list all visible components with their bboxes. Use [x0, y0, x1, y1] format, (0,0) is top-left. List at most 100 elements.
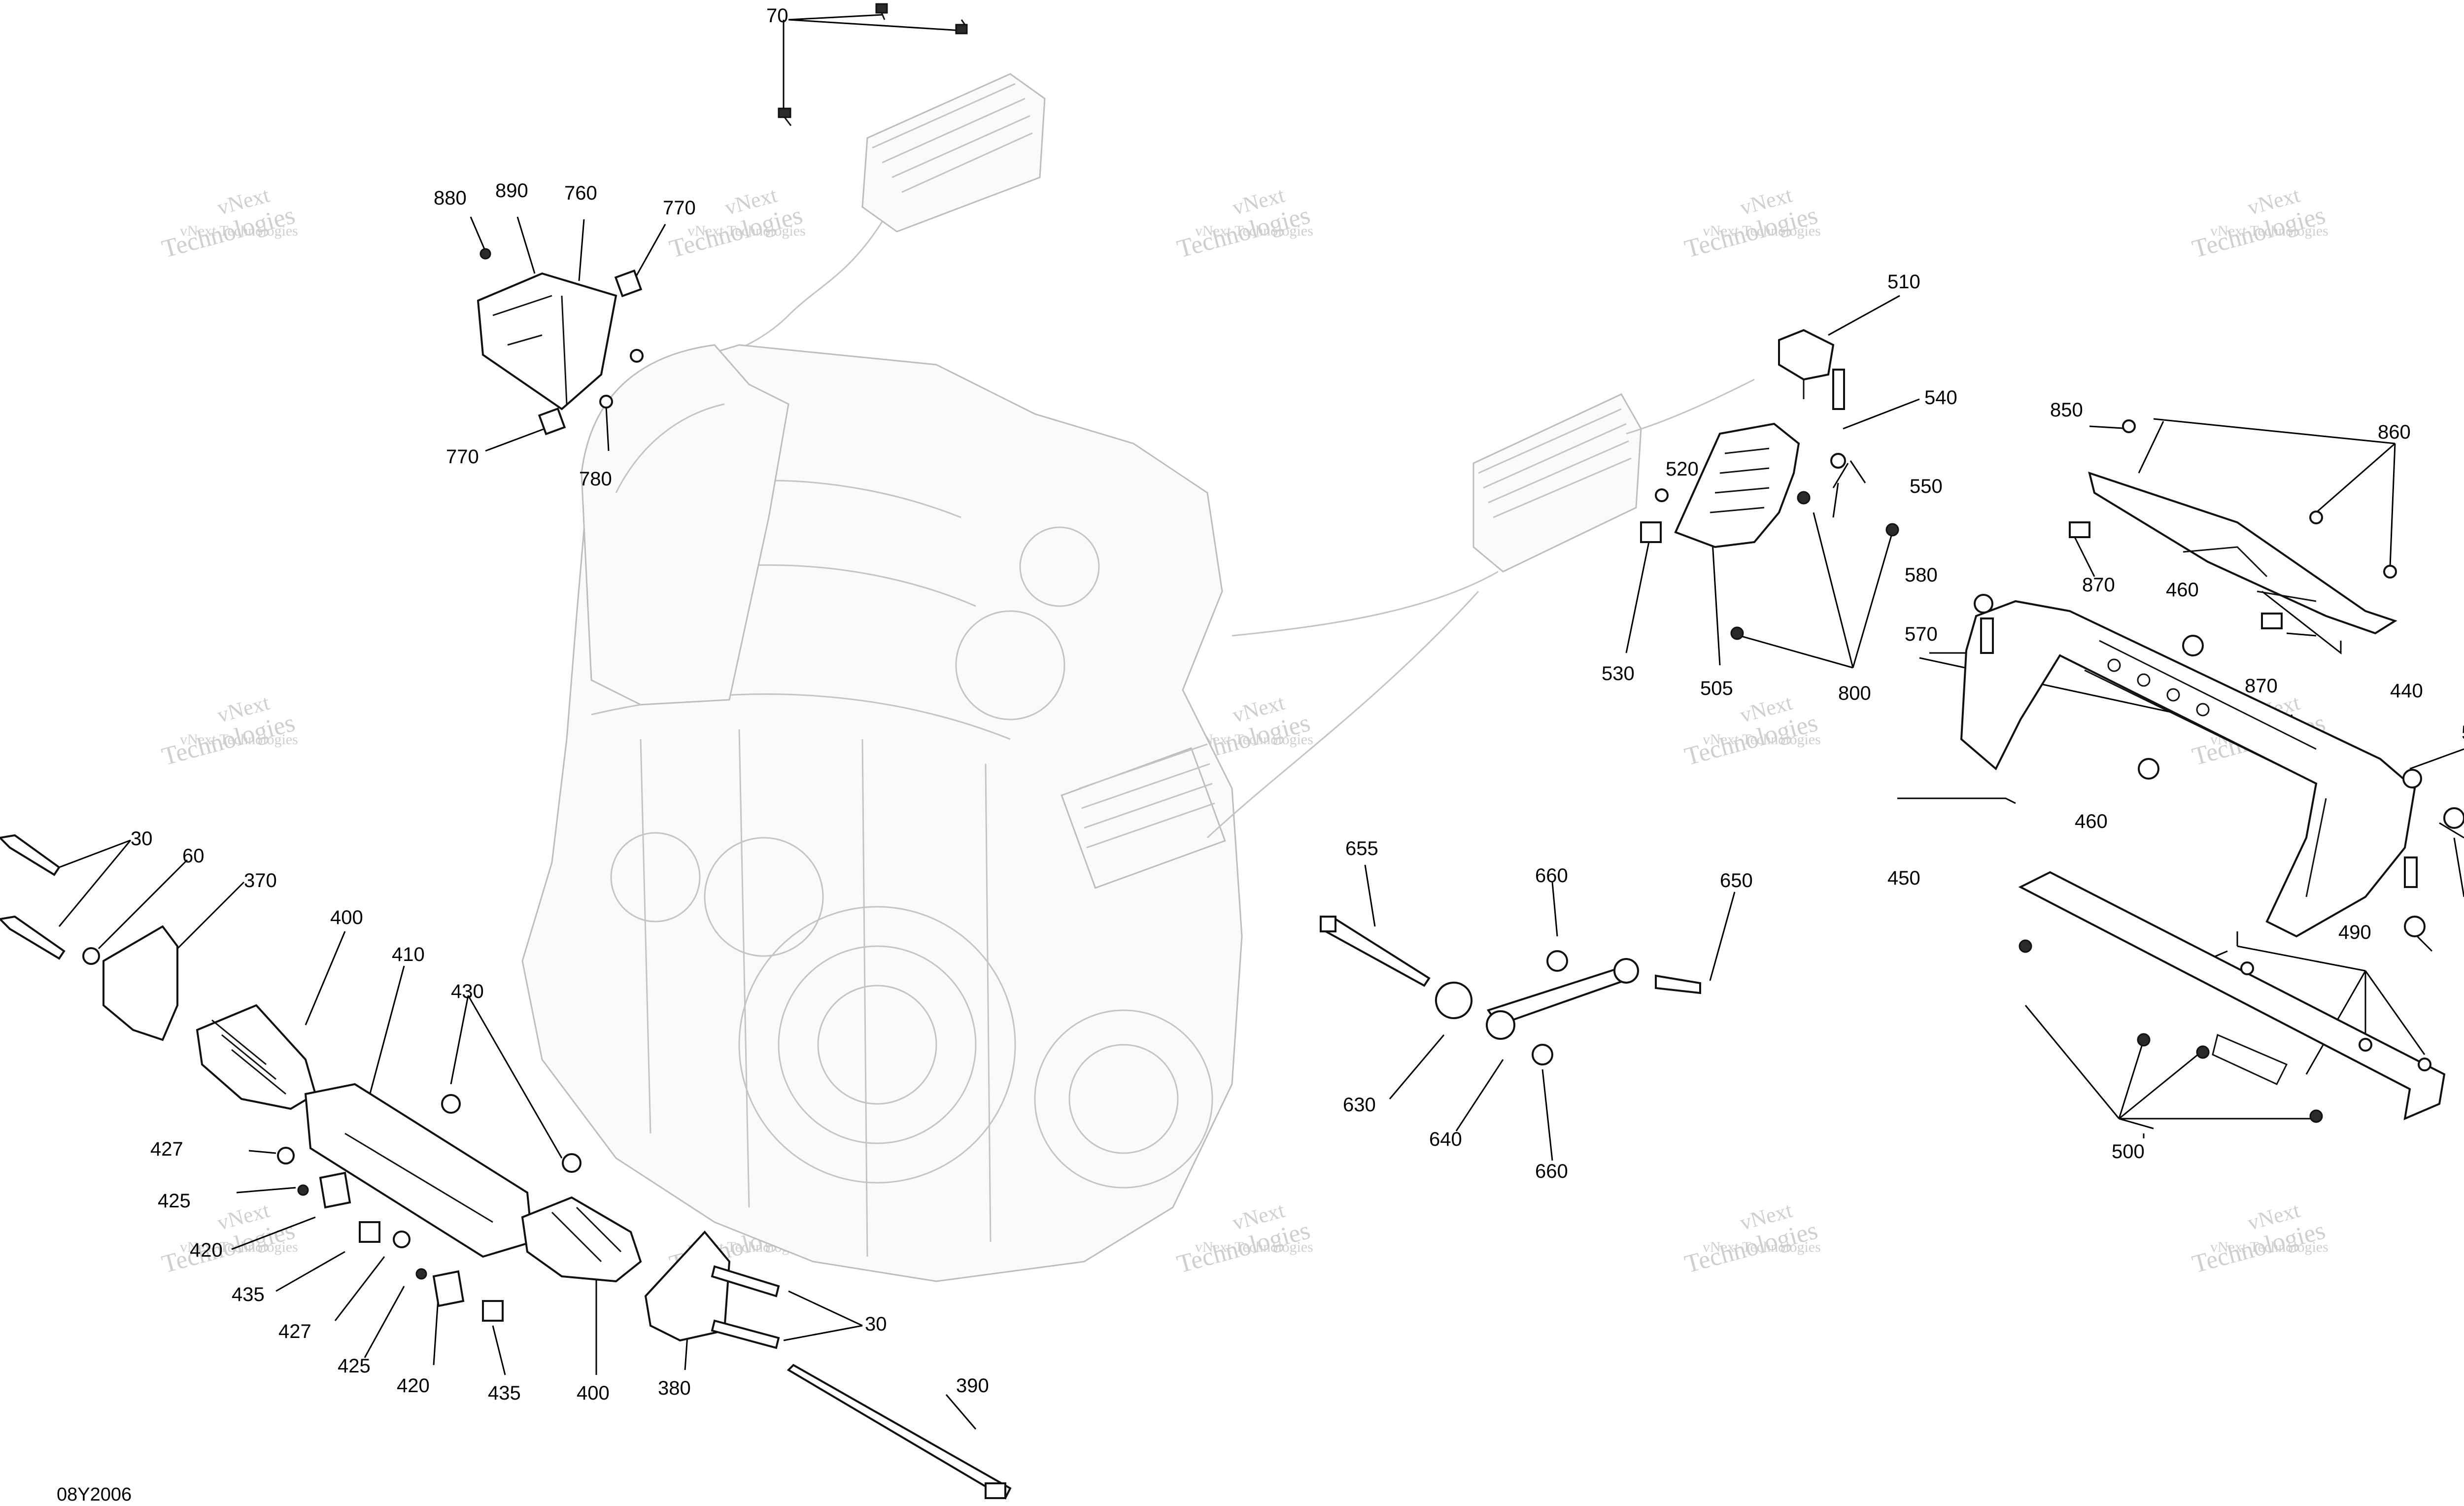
screw-icon [630, 349, 644, 363]
watermark-small: vNext Technologies [1195, 731, 1313, 748]
screw-460 [2138, 758, 2159, 780]
screw-860 [2383, 565, 2397, 579]
watermark: vNext Technologies [1682, 1198, 1821, 1279]
callout-580-right: 580 [2462, 722, 2464, 744]
screw-800 [1885, 523, 1899, 537]
callout-890: 890 [495, 180, 528, 202]
callout-780: 780 [579, 468, 612, 490]
screw-icon [875, 3, 888, 20]
screw-490 [2240, 961, 2254, 975]
watermark: vNext Technologies [2190, 183, 2328, 264]
callout-30-bottom: 30 [865, 1313, 887, 1335]
bracket-760 [477, 272, 617, 411]
callout-510: 510 [1887, 271, 1920, 293]
callout-435-top: 435 [232, 1284, 265, 1305]
washer-60 [82, 947, 100, 965]
screw-460 [2182, 635, 2204, 656]
callout-540: 540 [1924, 387, 1957, 409]
callout-770-bottom: 770 [446, 446, 479, 468]
callout-400-bottom: 400 [577, 1382, 610, 1404]
callout-630: 630 [1343, 1094, 1376, 1116]
callout-650: 650 [1720, 870, 1753, 891]
clip-420 [432, 1270, 465, 1307]
parts [0, 3, 2464, 1500]
plate-850 [2088, 471, 2397, 635]
screw-430 [441, 1094, 461, 1114]
mount-400 [521, 1196, 642, 1283]
nut-580 [1974, 594, 1993, 614]
bracket-505 [1674, 422, 1800, 548]
watermark: vNext Technologies [1174, 1198, 1313, 1279]
screw-570 [2404, 856, 2418, 888]
callout-425-bottom: 425 [338, 1355, 371, 1377]
watermark-small: vNext Technologies [180, 731, 298, 748]
frame-440 [1960, 600, 2416, 938]
callout-380: 380 [658, 1377, 691, 1399]
washer-550 [1830, 453, 1846, 469]
bolt-30 [711, 1265, 780, 1298]
nut-660 [1532, 1044, 1553, 1065]
screw-860 [2122, 419, 2136, 433]
callout-660-top: 660 [1535, 865, 1568, 887]
screw-540 [1832, 369, 1845, 410]
watermark-small: vNext Technologies [180, 223, 298, 239]
watermark: vNext Technologies [159, 183, 298, 264]
nut-500 [2019, 939, 2032, 953]
bushing-435 [359, 1221, 380, 1243]
callout-530: 530 [1602, 663, 1635, 685]
callout-570-left: 570 [1905, 623, 1938, 645]
callout-860: 860 [2378, 421, 2411, 443]
clip-870 [2261, 613, 2283, 629]
clip-770 [614, 269, 643, 298]
screw-800 [1730, 626, 1744, 640]
callout-550: 550 [1910, 476, 1943, 497]
callout-370: 370 [244, 870, 277, 891]
callout-850: 850 [2050, 399, 2083, 421]
watermark-small: vNext Technologies [1703, 731, 1821, 748]
callout-870-left: 870 [2082, 574, 2115, 596]
nut-500 [2137, 1033, 2151, 1047]
callout-450: 450 [1887, 867, 1920, 889]
callout-427-bottom: 427 [278, 1321, 311, 1342]
clip-770 [538, 407, 566, 436]
screw-490 [2418, 1058, 2431, 1071]
callout-870-right: 870 [2245, 675, 2278, 697]
callout-420-bottom: 420 [397, 1375, 430, 1397]
nut-icon [479, 248, 491, 260]
watermark-small: vNext Technologies [1195, 1239, 1313, 1255]
callout-440: 440 [2390, 680, 2423, 702]
callout-420-top: 420 [190, 1239, 223, 1261]
clip-870 [2069, 521, 2090, 538]
watermark-small: vNext Technologies [687, 223, 806, 239]
callout-500: 500 [2112, 1141, 2145, 1163]
washer-425 [297, 1184, 309, 1196]
callout-770-top: 770 [663, 197, 696, 219]
watermark-small: vNext Technologies [2210, 223, 2328, 239]
bolt-30 [711, 1319, 780, 1349]
screw-490 [2359, 1038, 2372, 1052]
callout-760: 760 [564, 182, 597, 204]
callout-490: 490 [2338, 922, 2371, 943]
screw-860 [2309, 511, 2323, 524]
watermark: vNext Technologies [1682, 183, 1821, 264]
callout-880: 880 [434, 187, 467, 209]
watermark: vNext Technologies [667, 183, 806, 264]
screw-570 [1980, 617, 1994, 654]
sensor-510 [1778, 329, 1835, 381]
callout-400-top: 400 [330, 907, 363, 928]
bushing-630 [1435, 981, 1473, 1020]
bar-450 [2018, 871, 2446, 1121]
watermark-small: vNext Technologies [2210, 1239, 2328, 1255]
callout-460-top: 460 [2166, 579, 2199, 601]
callout-30-left: 30 [131, 828, 153, 850]
callout-425-top: 425 [158, 1190, 191, 1212]
watermark: vNext Technologies [1174, 183, 1313, 264]
screw-460 [2404, 916, 2426, 937]
bolt-30 [0, 834, 61, 876]
nut-500 [2309, 1109, 2323, 1123]
callout-520: 520 [1666, 458, 1699, 480]
screw-icon [778, 107, 792, 126]
bolt-30 [0, 915, 66, 960]
watermark-small: vNext Technologies [1703, 223, 1821, 239]
